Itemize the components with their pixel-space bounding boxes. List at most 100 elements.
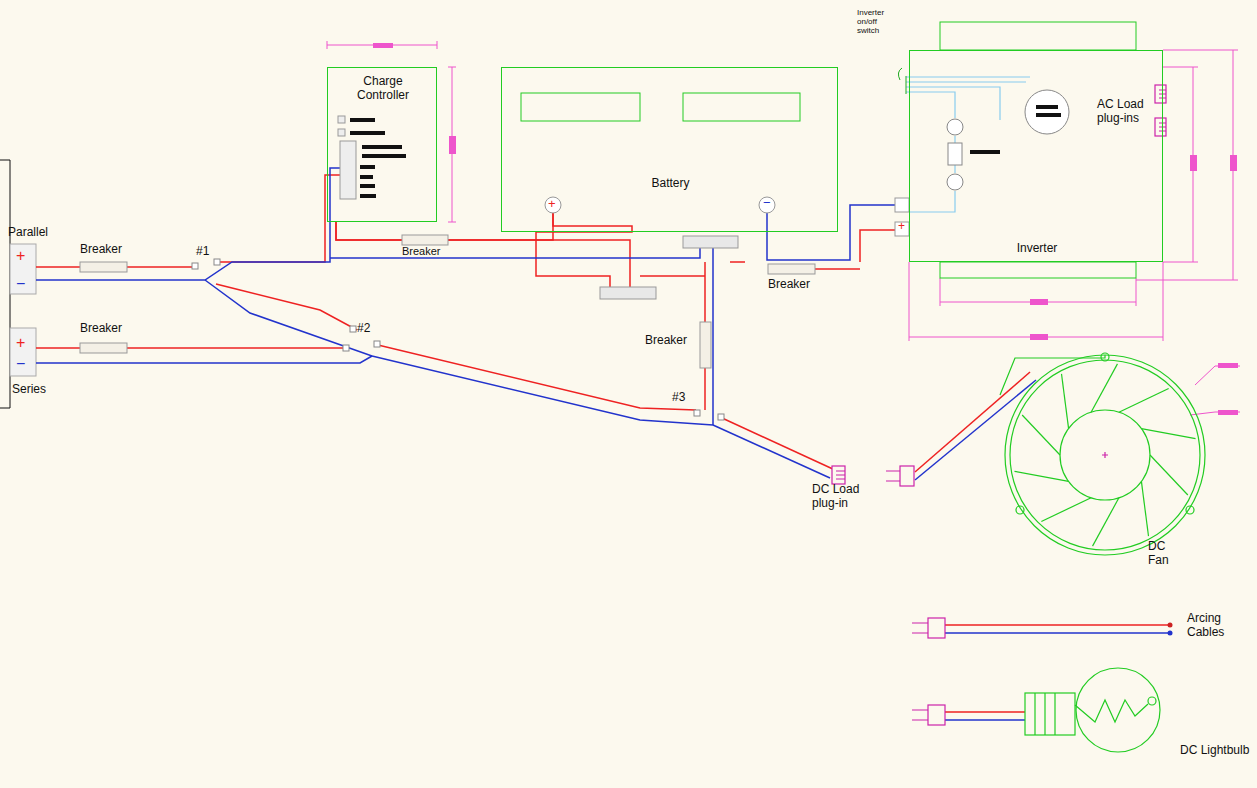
dimension-tick bbox=[1030, 334, 1048, 340]
fan-illustration bbox=[1119, 389, 1169, 413]
dimension-tick bbox=[1230, 155, 1237, 171]
positive-wire bbox=[36, 175, 1170, 712]
plug-socket bbox=[1155, 118, 1166, 136]
controller-display bbox=[360, 175, 373, 179]
junction-point bbox=[694, 410, 700, 416]
negative-wire bbox=[372, 356, 713, 425]
junction-point bbox=[192, 263, 198, 269]
junction-point bbox=[374, 341, 380, 347]
terminal-block bbox=[10, 244, 36, 294]
part-label: − bbox=[16, 355, 25, 373]
dimension-tick bbox=[449, 136, 456, 154]
negative-wire bbox=[945, 719, 1025, 721]
part-label: + bbox=[16, 247, 25, 265]
dimension-line bbox=[940, 278, 1136, 306]
fan-illustration bbox=[1000, 353, 1205, 555]
component-label: Charge Controller bbox=[343, 74, 423, 102]
terminal-block bbox=[10, 244, 36, 376]
part-label: DC Lightbulb bbox=[1180, 744, 1250, 758]
controller-terminal bbox=[338, 116, 356, 199]
battery-terminal bbox=[545, 197, 561, 213]
terminal-block bbox=[10, 328, 36, 376]
part-label: + bbox=[16, 334, 25, 352]
controller-display bbox=[362, 145, 402, 149]
junction-point bbox=[350, 326, 356, 332]
lightbulb-illustration bbox=[1025, 668, 1160, 752]
plug-socket bbox=[900, 466, 914, 486]
wire-connector bbox=[767, 205, 909, 260]
plug-socket bbox=[928, 705, 945, 725]
fan-illustration bbox=[1062, 374, 1069, 429]
inverter-marking bbox=[1036, 105, 1058, 109]
fan-illustration bbox=[1091, 364, 1117, 412]
inverter-marking bbox=[1036, 113, 1061, 117]
controller-display bbox=[360, 194, 376, 198]
dimension-tick bbox=[1030, 299, 1048, 305]
positive-wire bbox=[640, 275, 705, 277]
battery-terminal bbox=[759, 197, 775, 213]
fan-illustration bbox=[1041, 498, 1091, 522]
negative-wire bbox=[713, 425, 830, 478]
inverter-meter bbox=[1025, 90, 1069, 134]
dimension-line bbox=[327, 41, 437, 49]
fan-illustration bbox=[1093, 498, 1119, 546]
part-label: Breaker bbox=[80, 322, 122, 336]
part-label: + bbox=[548, 197, 556, 212]
fan-illustration bbox=[1014, 471, 1068, 481]
fan-illustration bbox=[1141, 481, 1148, 536]
plug-socket bbox=[832, 85, 1166, 725]
inverter-meter bbox=[948, 143, 962, 165]
arcing-clip bbox=[1168, 623, 1173, 636]
controller-display bbox=[350, 118, 375, 122]
plug-socket bbox=[836, 471, 845, 479]
inverter-marking bbox=[970, 105, 1061, 154]
controller-terminal bbox=[338, 129, 345, 136]
dimension-tick bbox=[1218, 410, 1238, 415]
negative-wire bbox=[36, 356, 372, 363]
component-box: Inverter bbox=[909, 50, 1163, 262]
component-label: Battery bbox=[611, 176, 731, 190]
callout-number: #3 bbox=[672, 391, 685, 405]
inverter-housing bbox=[940, 262, 1136, 278]
controller-display bbox=[362, 154, 406, 158]
fan-illustration bbox=[1141, 429, 1195, 439]
controller-display bbox=[350, 118, 406, 198]
part-label: Series bbox=[12, 383, 46, 397]
inverter-housing bbox=[940, 22, 1136, 278]
lightbulb-illustration bbox=[1076, 668, 1160, 752]
callout-number: #1 bbox=[196, 245, 209, 259]
fan-illustration bbox=[1016, 506, 1024, 514]
fan-illustration bbox=[1101, 353, 1109, 361]
negative-wire bbox=[915, 380, 1036, 480]
part-label: + bbox=[898, 220, 905, 234]
positive-wire bbox=[536, 212, 632, 290]
breaker-symbol bbox=[700, 322, 711, 368]
battery-cell bbox=[521, 93, 800, 121]
callout-number: #2 bbox=[357, 322, 370, 336]
dimension-line bbox=[448, 67, 456, 222]
plug-socket bbox=[832, 466, 845, 484]
component-box: Charge Controller bbox=[327, 67, 437, 222]
bus-bar bbox=[683, 236, 738, 248]
fan-illustration bbox=[1102, 452, 1108, 458]
lightbulb-illustration bbox=[1148, 697, 1156, 705]
negative-wire bbox=[36, 168, 1170, 720]
fan-illustration bbox=[1186, 506, 1194, 514]
plug-socket bbox=[1155, 85, 1166, 103]
negative-wire bbox=[205, 280, 372, 356]
positive-wire bbox=[945, 711, 1025, 713]
positive-wire bbox=[815, 268, 860, 270]
controller-display bbox=[360, 165, 375, 169]
junction-point bbox=[214, 259, 220, 265]
fan-illustration bbox=[1150, 455, 1188, 495]
dimension-tick bbox=[1190, 155, 1197, 171]
fan-illustration bbox=[1010, 360, 1200, 550]
fan-illustration bbox=[1022, 415, 1060, 455]
inverter-terminal bbox=[895, 198, 909, 212]
dimension-tick bbox=[373, 43, 1238, 415]
breaker-symbol bbox=[768, 264, 815, 274]
inverter-meter bbox=[947, 119, 963, 135]
part-label: Breaker bbox=[80, 243, 122, 257]
arcing-clip bbox=[1168, 631, 1173, 636]
